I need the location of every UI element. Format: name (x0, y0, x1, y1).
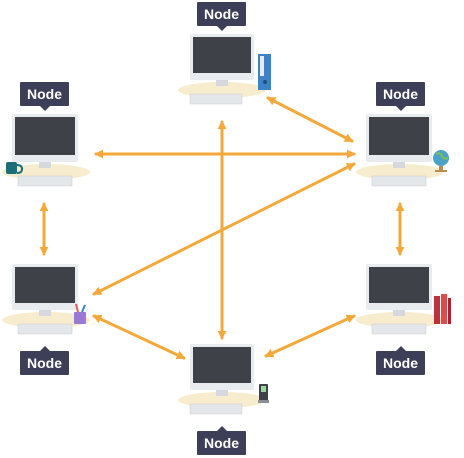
globe-icon (433, 150, 449, 172)
monitor-stand (393, 162, 405, 168)
monitor-screen (369, 267, 429, 303)
keyboard (189, 93, 243, 105)
binder-icon (258, 54, 271, 90)
mug-icon (6, 162, 24, 174)
monitor-screen (15, 117, 75, 155)
monitor-stand (39, 162, 51, 168)
keyboard (371, 175, 427, 187)
computer-node-top (178, 34, 271, 105)
link-bottom-to-right-bottom (264, 314, 356, 358)
node-label-left-bottom: Node (20, 346, 69, 375)
pencil-cup-icon (74, 303, 86, 324)
monitor-stand (216, 390, 228, 396)
books-icon (434, 294, 451, 324)
keyboard (17, 323, 73, 335)
computer-node-left-top (2, 114, 90, 187)
node-label-right-top: Node (376, 82, 425, 111)
monitor-screen (193, 37, 251, 73)
monitor-stand (39, 310, 51, 316)
node-label-bottom: Node (197, 426, 246, 455)
monitor-screen (193, 347, 251, 383)
link-left-bottom-to-bottom (92, 314, 186, 360)
computer-node-right-top (356, 114, 449, 187)
computer-node-left-bottom (2, 264, 90, 335)
monitor-screen (369, 117, 429, 155)
link-left-bottom-to-right-top (92, 162, 356, 296)
keyboard (371, 323, 427, 335)
monitor-stand (393, 310, 405, 316)
node-label-left-top: Node (20, 82, 69, 111)
computer-node-bottom (178, 344, 269, 415)
node-label-top: Node (197, 2, 246, 31)
monitor-screen (15, 267, 75, 303)
keyboard (17, 175, 73, 187)
monitor-stand (216, 80, 228, 86)
phone-icon (258, 384, 269, 403)
node-label-right-bottom: Node (376, 346, 425, 375)
link-top-to-right-top (266, 96, 354, 143)
keyboard (189, 403, 243, 415)
computer-node-right-bottom (356, 264, 451, 335)
